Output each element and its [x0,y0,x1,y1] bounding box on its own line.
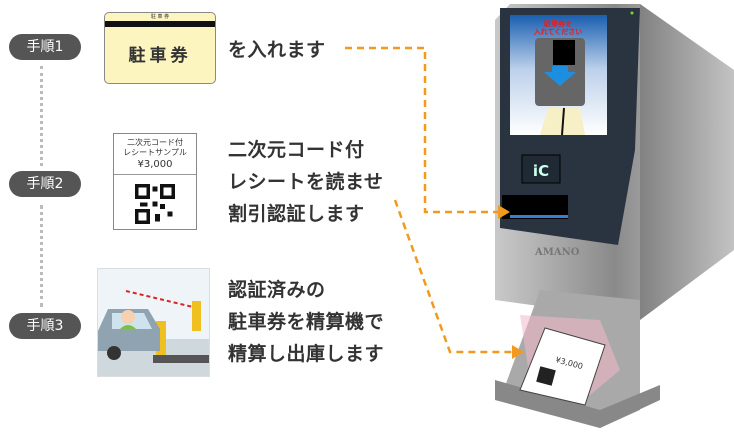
receipt-amount: ¥3,000 [114,158,196,175]
step-3-badge: 手順3 [9,313,81,339]
step-3-line: 認証済みの [228,279,326,301]
step-1-line: を入れます [228,39,326,61]
ic-reader [521,154,561,184]
arrowhead-icon [498,205,510,219]
step-connector [40,205,46,307]
step-2-line: 割引認証します [228,203,365,225]
car-exit-illustration [97,268,210,377]
step-3-line: 精算し出庫します [228,343,385,365]
ticket-header: 駐 車 券 [150,14,170,20]
step-2-arrow [393,199,512,354]
arrowhead-icon [512,345,524,359]
ic-label: iC [533,162,549,180]
qr-receipt-image: 二次元コード付 レシートサンプル ¥3,000 [113,133,197,230]
step-3-text: 認証済みの 駐車券を精算機で 精算し出庫します [228,274,384,370]
step-2-text: 二次元コード付 レシートを読ませ 割引認証します [228,134,383,230]
ticket-title: 駐車券 [128,46,192,66]
step-connector [40,66,46,166]
screen-text-2: 入れてください [533,27,583,36]
insert-arrow-icon [544,66,576,86]
step-2-line: レシートを読ませ [228,171,384,193]
qr-code-icon [135,184,175,224]
screen-text-1: 駐車券を [544,19,572,28]
step-2-badge: 手順2 [9,171,81,197]
step-1-arrow [345,46,498,214]
step-1-text: を入れます [228,34,326,66]
receipt-on-scanner [519,327,606,406]
magnetic-strip [105,21,215,27]
parking-ticket-image: 駐 車 券 駐車券 [104,12,216,84]
receipt-line2: レシートサンプル [123,148,187,157]
step-1-badge: 手順1 [9,34,81,60]
step-3-line: 駐車券を精算機で [228,311,385,333]
receipt-line1: 二次元コード付 [127,138,183,147]
brand-logo: AMANO [534,247,580,258]
step-2-line: 二次元コード付 [228,139,365,161]
